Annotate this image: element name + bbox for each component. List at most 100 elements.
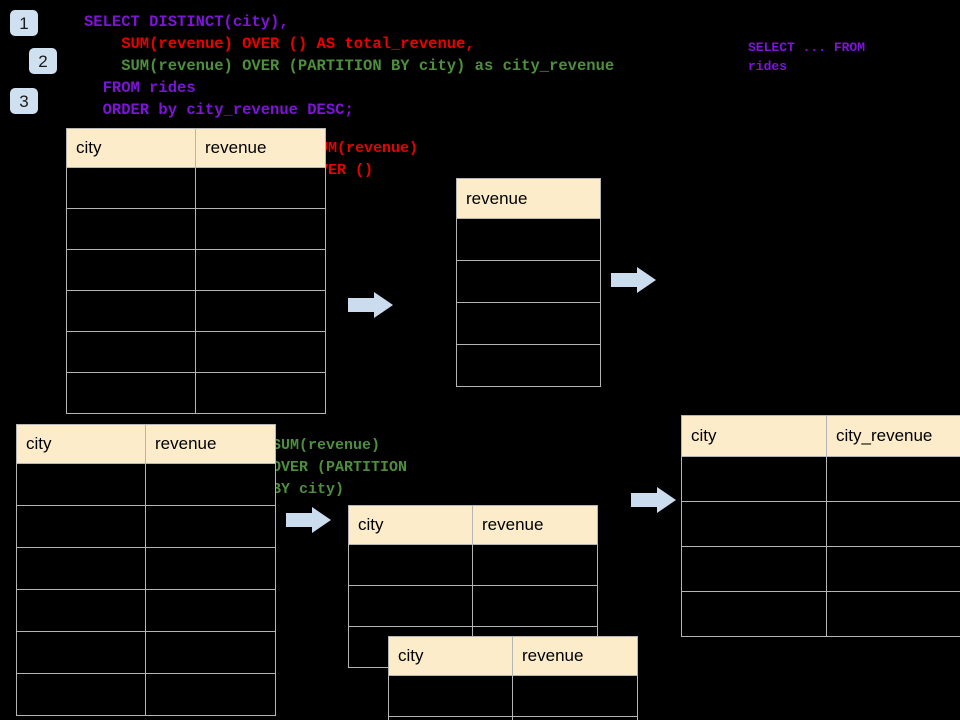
- sql-line-select: SELECT DISTINCT(city),: [84, 13, 289, 31]
- table-row: [681, 546, 960, 592]
- sql-line-order-by: ORDER by city_revenue DESC;: [84, 101, 354, 119]
- cell-city: [16, 505, 146, 548]
- table-header-row: city revenue: [348, 505, 598, 545]
- table-row: [681, 456, 960, 502]
- table-row: [456, 344, 601, 387]
- table-row: [16, 505, 276, 548]
- cell-city-revenue: [826, 546, 960, 592]
- cell-city: [66, 208, 196, 250]
- annotation-partition-window-line3: BY city): [272, 481, 345, 498]
- cell-revenue: [512, 675, 638, 717]
- table-row: [16, 589, 276, 632]
- table-row: [456, 260, 601, 303]
- table-row: [16, 547, 276, 590]
- cell-revenue: [145, 589, 276, 632]
- table-row: [348, 544, 598, 586]
- cell-revenue: [512, 716, 638, 720]
- column-header-city: city: [681, 415, 827, 457]
- step-badge-2: 2: [29, 48, 57, 74]
- cell-revenue: [145, 673, 276, 716]
- cell-city: [388, 675, 513, 717]
- table-row: [66, 372, 326, 414]
- cell-revenue: [195, 208, 326, 250]
- cell-city: [66, 372, 196, 414]
- table-header-row: city revenue: [388, 636, 638, 676]
- table-row: [456, 218, 601, 261]
- annotation-partition-window-line1: SUM(revenue): [272, 437, 381, 454]
- column-header-city: city: [16, 424, 146, 464]
- step-badge-2-label: 2: [38, 51, 48, 71]
- table-row: [348, 585, 598, 627]
- cell-city-revenue: [826, 456, 960, 502]
- arrow-head: [312, 507, 331, 533]
- cell-city-revenue: [826, 591, 960, 637]
- cell-city: [348, 544, 473, 586]
- table-row: [16, 631, 276, 674]
- arrow-source-to-total: [348, 292, 393, 318]
- table-row: [66, 208, 326, 250]
- cell-city-revenue: [826, 501, 960, 547]
- column-header-city: city: [388, 636, 513, 676]
- column-header-revenue: revenue: [195, 128, 326, 168]
- arrow-total-to-result: [611, 267, 656, 293]
- table-row: [16, 673, 276, 716]
- rides-source-table-bottom: city revenue: [16, 424, 276, 716]
- cell-city: [348, 585, 473, 627]
- table-row: [456, 302, 601, 345]
- cell-revenue: [145, 547, 276, 590]
- cell-revenue: [472, 544, 598, 586]
- cell-city: [66, 331, 196, 373]
- column-header-revenue: revenue: [145, 424, 276, 464]
- sql-line-total-revenue: SUM(revenue) OVER () AS total_revenue,: [84, 35, 475, 53]
- cell-city: [16, 547, 146, 590]
- cell-city: [16, 673, 146, 716]
- column-header-city: city: [348, 505, 473, 545]
- cell-revenue: [195, 331, 326, 373]
- arrow-shaft: [286, 513, 314, 527]
- step-badge-1: 1: [10, 10, 38, 36]
- table-header-row: city revenue: [16, 424, 276, 464]
- column-header-revenue: revenue: [512, 636, 638, 676]
- cell-revenue: [195, 372, 326, 414]
- arrow-shaft: [611, 273, 639, 287]
- cell-city: [66, 290, 196, 332]
- table-row: [681, 501, 960, 547]
- cell-revenue: [145, 631, 276, 674]
- annotation-partition-window-line2: OVER (PARTITION: [272, 459, 408, 476]
- table-row: [388, 675, 638, 717]
- cell-city: [388, 716, 513, 720]
- cell-revenue: [472, 585, 598, 627]
- cell-city: [681, 546, 827, 592]
- table-row: [66, 167, 326, 209]
- column-header-city: city: [66, 128, 196, 168]
- table-row: [66, 290, 326, 332]
- cell-revenue: [145, 463, 276, 506]
- arrow-shaft: [631, 493, 659, 507]
- total-revenue-table: revenue: [456, 178, 601, 387]
- column-header-city-revenue: city_revenue: [826, 415, 960, 457]
- table-row: [681, 591, 960, 637]
- cell-city: [16, 589, 146, 632]
- step-badge-3-label: 3: [19, 91, 29, 111]
- side-note-select-from: SELECT ... FROM: [748, 40, 866, 55]
- step-badge-3: 3: [10, 88, 38, 114]
- cell-revenue: [195, 249, 326, 291]
- table-header-row: revenue: [456, 178, 601, 219]
- cell-revenue: [195, 290, 326, 332]
- cell-city: [16, 463, 146, 506]
- cell-city: [681, 456, 827, 502]
- table-row: [16, 463, 276, 506]
- rides-source-table: city revenue: [66, 128, 326, 414]
- cell-city: [66, 167, 196, 209]
- cell-revenue: [456, 260, 601, 303]
- arrow-shaft: [348, 298, 376, 312]
- annotation-total-window-line1: SUM(revenue): [310, 140, 419, 157]
- cell-city: [16, 631, 146, 674]
- arrow-partition-to-result: [631, 487, 676, 513]
- cell-city: [66, 249, 196, 291]
- arrow-source-to-partition: [286, 507, 331, 533]
- city-revenue-result-table: city city_revenue: [681, 415, 960, 637]
- table-header-row: city revenue: [66, 128, 326, 168]
- table-row: [388, 716, 638, 720]
- sql-line-from: FROM rides: [84, 79, 196, 97]
